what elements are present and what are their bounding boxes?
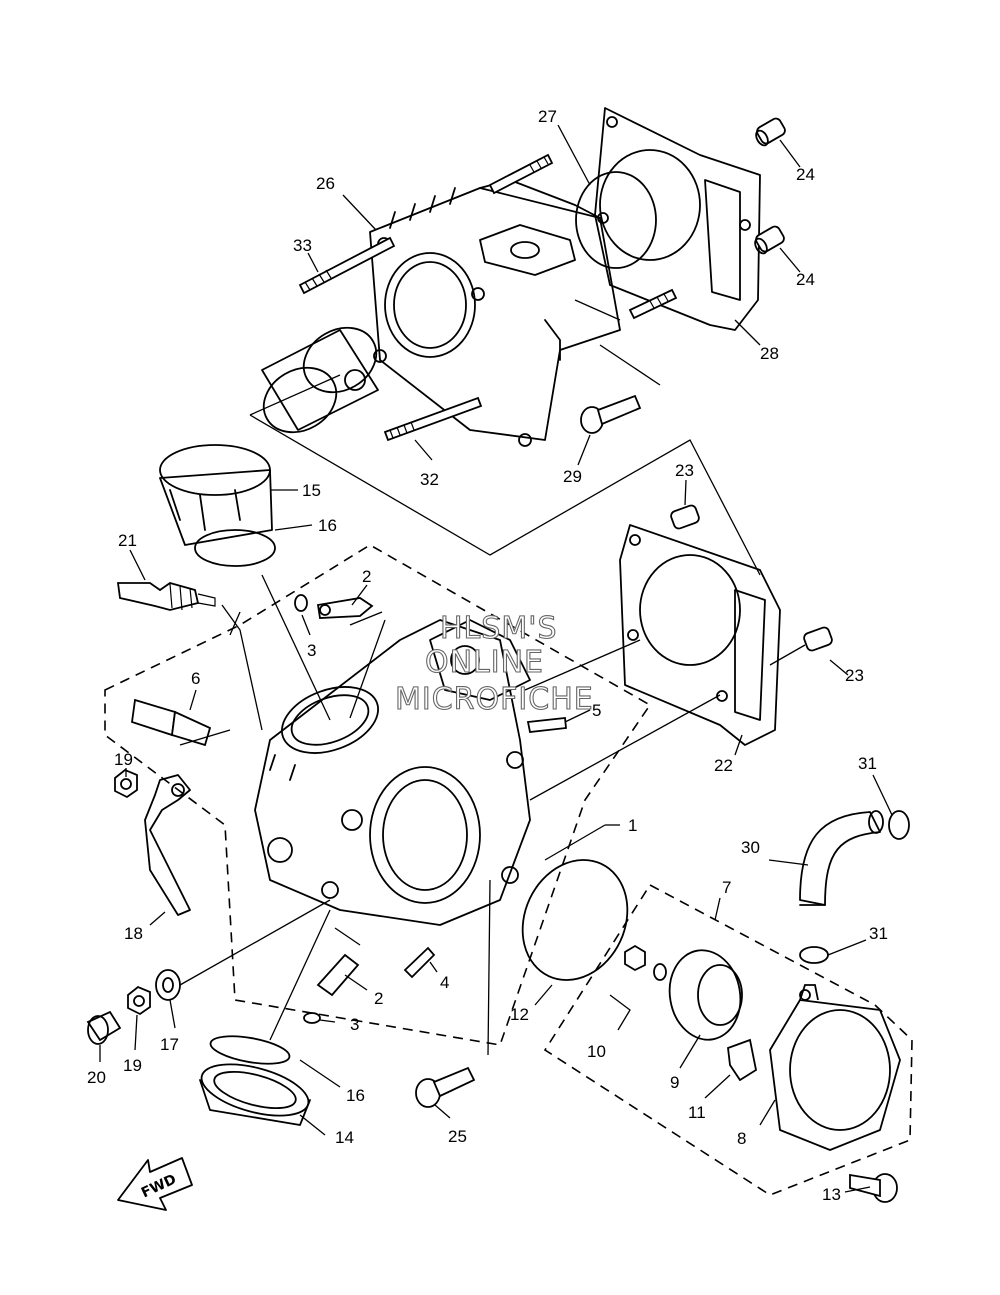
dowel-pin-24a (755, 117, 786, 147)
stud-bolt-right (628, 288, 678, 320)
bolt-25 (415, 1066, 476, 1108)
callout-2-upper: 2 (362, 567, 371, 586)
callout-24-upper: 24 (796, 165, 815, 184)
watermark-line-1: HLSM'S (440, 611, 558, 646)
callout-26: 26 (316, 174, 335, 193)
o-ring-3-lower (303, 1012, 321, 1024)
adjusting-bolt-2-upper (316, 597, 374, 619)
watermark-line-2: ONLINE (425, 645, 544, 680)
piston-ring-16-upper (194, 529, 276, 567)
callout-3-upper: 3 (307, 641, 316, 660)
stud-bolt-5 (526, 717, 567, 733)
bolt-10 (624, 944, 667, 981)
dowel-pin-24b (754, 225, 785, 255)
callout-21: 21 (118, 531, 137, 550)
forward-direction-arrow: FWD (117, 1157, 193, 1211)
callout-31-upper: 31 (858, 754, 877, 773)
callout-leaders (99, 124, 893, 1193)
callout-27: 27 (538, 107, 557, 126)
watermark: HLSM'S ONLINE MICROFICHE (394, 610, 594, 717)
stud-bolt-33 (298, 236, 396, 295)
stud-bolt-top (488, 153, 554, 195)
callout-29: 29 (563, 467, 582, 486)
callout-7: 7 (722, 878, 731, 897)
callout-32: 32 (420, 470, 439, 489)
callout-24-lower: 24 (796, 270, 815, 289)
dowel-pin-23b (803, 626, 833, 652)
hose-clamp-31-upper (888, 810, 910, 840)
fwd-label: FWD (139, 1171, 179, 1201)
cylinder-block (369, 179, 621, 447)
nut-19-upper (114, 768, 138, 799)
piston-ring-16-lower (209, 1035, 291, 1065)
callout-16-lower: 16 (346, 1086, 365, 1105)
callout-14: 14 (335, 1128, 354, 1147)
temperature-sensor (131, 698, 212, 747)
cylinder-head-body (254, 619, 531, 926)
watermark-line-3: MICROFICHE (395, 682, 594, 717)
callout-19-lower: 19 (123, 1056, 142, 1075)
callout-33: 33 (293, 236, 312, 255)
assembly-boundary-7 (543, 883, 913, 1196)
cylinder-head-gasket (594, 107, 761, 331)
callout-1: 1 (628, 816, 637, 835)
o-ring-3-upper (294, 594, 308, 612)
adjusting-bolt-2-lower (316, 953, 360, 997)
callout-2-lower: 2 (374, 989, 383, 1008)
callout-31-lower: 31 (869, 924, 888, 943)
callout-10: 10 (587, 1042, 606, 1061)
callout-20: 20 (87, 1068, 106, 1087)
stud-bolt-32 (383, 396, 483, 442)
hose-30 (799, 810, 884, 906)
callout-30: 30 (741, 838, 760, 857)
stud-bolt-4 (403, 946, 436, 979)
callout-18: 18 (124, 924, 143, 943)
callout-22: 22 (714, 756, 733, 775)
hose-clamp-31-lower (799, 946, 829, 964)
clip-11 (727, 1038, 758, 1082)
cap-20 (86, 1010, 122, 1045)
callout-15: 15 (302, 481, 321, 500)
intake-joint (199, 1063, 311, 1126)
assembly-boundary-1 (104, 544, 652, 1046)
cylinder-base-gasket (619, 524, 781, 746)
callout-19-upper: 19 (114, 750, 133, 769)
spark-plug (116, 582, 216, 611)
bolt-29 (580, 394, 642, 434)
alignment-lines (179, 299, 806, 1056)
callout-11: 11 (688, 1103, 706, 1122)
callout-8: 8 (737, 1129, 746, 1148)
callout-5: 5 (592, 701, 601, 720)
thermostat-9 (668, 949, 743, 1041)
gasket-12 (521, 859, 629, 981)
washer-17 (155, 969, 181, 1001)
callout-25: 25 (448, 1127, 467, 1146)
callout-13: 13 (822, 1185, 841, 1204)
oil-control-ring-15 (159, 444, 273, 546)
callout-28: 28 (760, 344, 779, 363)
callout-4: 4 (440, 973, 449, 992)
dowel-pin-23a (670, 504, 700, 530)
callout-17: 17 (160, 1035, 179, 1054)
callout-3-lower: 3 (350, 1015, 359, 1034)
callout-16-upper: 16 (318, 516, 337, 535)
bolt-13 (849, 1173, 898, 1203)
thermostat-housing-8 (769, 984, 901, 1151)
callout-numbers: 1 2 2 3 3 4 5 6 7 8 9 10 11 12 13 14 15 … (87, 107, 888, 1204)
callout-23-lower: 23 (845, 666, 864, 685)
callout-23-upper: 23 (675, 461, 694, 480)
piston (261, 326, 379, 434)
callout-6: 6 (191, 669, 200, 688)
callout-9: 9 (670, 1073, 679, 1092)
bracket-18 (144, 774, 191, 916)
nut-19-lower (127, 985, 151, 1016)
cylinder-o-ring (575, 171, 657, 269)
callout-12: 12 (510, 1005, 529, 1024)
